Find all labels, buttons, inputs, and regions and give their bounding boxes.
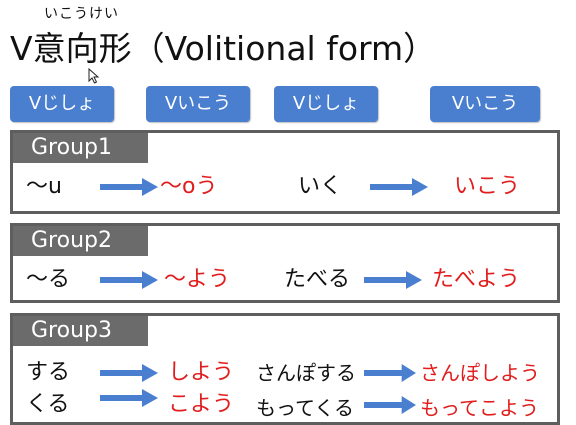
group3-example-volitional-suru: さんぽしよう (420, 361, 540, 385)
group1-example-dict: いく (298, 174, 343, 199)
group3-dict-kuru: くる (26, 392, 70, 417)
group1-example-volitional: いこう (454, 174, 521, 199)
right-arrow-icon (100, 364, 158, 382)
mouse-cursor-icon (88, 68, 100, 84)
group3-label: Group3 (13, 316, 148, 346)
group2-volitional-ending: 〜よう (164, 267, 231, 292)
header-button-dictionary-form-2[interactable]: Vじしょ (274, 86, 378, 122)
group1-volitional-ending: 〜oう (160, 174, 218, 199)
right-arrow-icon (100, 389, 158, 407)
group3-example-volitional-kuru: もってこよう (420, 396, 539, 420)
header-button-volitional-form-1[interactable]: Vいこう (146, 86, 250, 122)
title-furigana: いこうけい (44, 6, 119, 22)
group2-example-dict: たべる (284, 267, 351, 292)
group3-volitional-suru: しよう (168, 360, 235, 385)
group1-dict-ending: 〜u (26, 174, 62, 199)
group3-dict-suru: する (26, 360, 71, 385)
right-arrow-icon (364, 271, 422, 289)
group3-example-dict-suru: さんぽする (256, 361, 356, 385)
right-arrow-icon (370, 178, 428, 196)
group2-example-volitional: たべよう (432, 267, 521, 292)
group3-example-dict-kuru: もってくる (256, 396, 354, 420)
right-arrow-icon (364, 396, 416, 414)
page-title: V意向形（Volitional form） (10, 29, 437, 68)
group2-dict-ending: 〜る (26, 267, 71, 292)
group1-label: Group1 (13, 133, 148, 163)
right-arrow-icon (364, 364, 416, 382)
group2-label: Group2 (13, 226, 148, 256)
right-arrow-icon (100, 271, 158, 289)
right-arrow-icon (100, 178, 158, 196)
group3-volitional-kuru: こよう (168, 392, 235, 417)
header-button-dictionary-form-1[interactable]: Vじしょ (10, 86, 114, 122)
header-button-volitional-form-2[interactable]: Vいこう (430, 86, 540, 122)
